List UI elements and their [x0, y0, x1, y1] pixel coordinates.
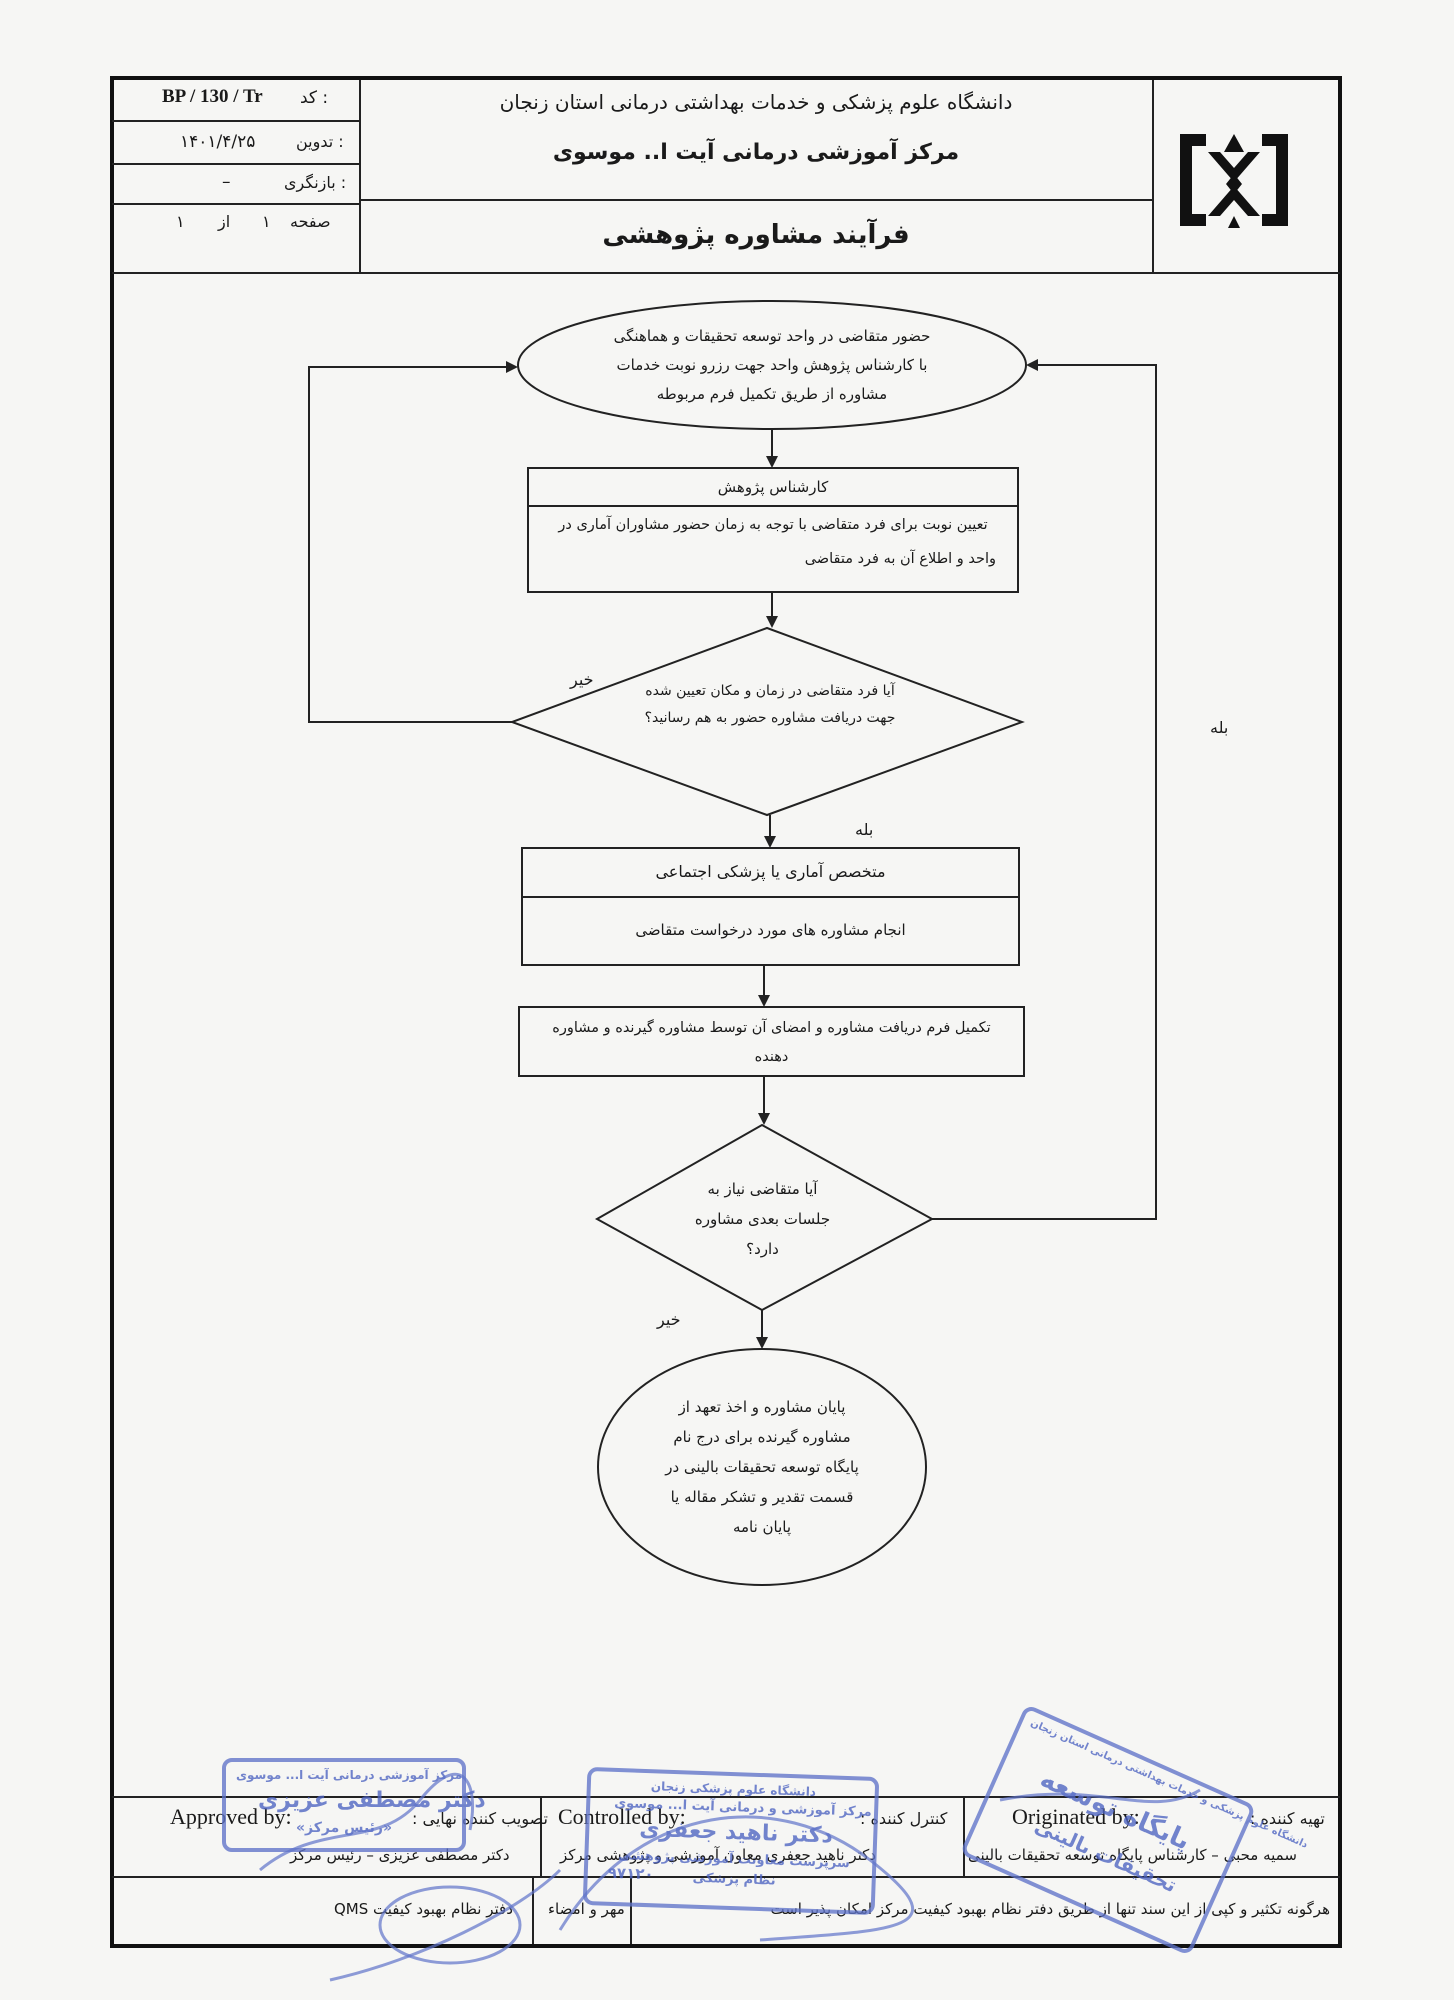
approved-by-en: Approved by: — [170, 1804, 292, 1829]
stamp-director: مرکز آموزشی درمانی آیت ا... موسوی دکتر م… — [222, 1758, 486, 1852]
page-label: صفحه — [290, 212, 331, 231]
step-box-statistician — [521, 847, 1020, 966]
step-text: واحد و اطلاع آن به فرد متقاضی — [804, 551, 996, 567]
controlled-by-fa: کنترل کننده : — [860, 1809, 948, 1828]
footer-divider — [963, 1796, 965, 1876]
process-title: فرآیند مشاوره پژوهشی — [602, 220, 910, 250]
compiled-value: ۱۴۰۱/۴/۲۵ — [180, 132, 256, 152]
originated-by-fa: تهیه کننده : — [1250, 1809, 1325, 1828]
footer-row-line — [112, 1876, 1340, 1878]
footer-divider — [532, 1876, 534, 1944]
footer-divider — [540, 1796, 542, 1876]
decision-text: جهت دریافت مشاوره حضور به هم رسانید؟ — [644, 710, 896, 726]
footer-top-border — [112, 1796, 1340, 1798]
branch-label-no: خیر — [657, 1310, 681, 1329]
controller-name: دکتر ناهید جعفری معاون آموزشی و پژوهشی م… — [560, 1846, 876, 1864]
header-row-line — [112, 163, 359, 165]
code-value: BP / 130 / Tr — [162, 86, 263, 107]
branch-label-no: خیر — [570, 670, 594, 689]
step-title-research-expert: کارشناس پژوهش — [717, 478, 829, 496]
compiled-label: تدوین : — [296, 132, 344, 151]
step-text: انجام مشاوره های مورد درخواست متقاضی — [635, 921, 906, 939]
decision-text: آیا متقاضی نیاز به — [707, 1180, 818, 1198]
end-terminator — [597, 1348, 927, 1586]
page-of: از — [218, 212, 231, 231]
decision-text: آیا فرد متقاضی در زمان و مکان تعیین شده — [645, 683, 895, 699]
document-frame — [110, 76, 1342, 1948]
branch-label-yes: بله — [855, 820, 874, 839]
step-text: تکمیل فرم دریافت مشاوره و امضای آن توسط … — [552, 1020, 991, 1036]
university-name: دانشگاه علوم پزشکی و خدمات بهداشتی درمان… — [499, 90, 1013, 114]
revision-label: بازنگری : — [284, 173, 347, 192]
page-total: ۱ — [176, 212, 185, 231]
header-row-line — [112, 120, 359, 122]
step-title-statistician: متخصص آماری یا پزشکی اجتماعی — [655, 862, 886, 881]
approved-by-fa: تصویب کننده نهایی : — [412, 1809, 548, 1828]
loop-back-arrow-no — [308, 361, 518, 723]
step-text: تعیین نوبت برای فرد متقاضی با توجه به زم… — [558, 517, 988, 533]
seal-signature-label: مهر و امضاء — [548, 1900, 625, 1918]
header-bottom-border — [112, 272, 1340, 274]
header-divider-left — [359, 80, 361, 272]
header-title-line — [359, 199, 1152, 201]
originated-by-en: Originated by: — [1012, 1804, 1140, 1829]
decision-text: جلسات بعدی مشاوره — [694, 1210, 831, 1228]
branch-label-yes: بله — [1210, 718, 1229, 737]
header-row-line — [112, 203, 359, 205]
step-box-consult-form — [518, 1006, 1025, 1077]
controlled-by-en: Controlled by: — [558, 1804, 686, 1829]
qms-office: دفتر نظام بهبود کیفیت QMS — [334, 1900, 513, 1918]
university-logo-icon — [1180, 134, 1288, 228]
code-label: کد : — [300, 88, 329, 108]
revision-value: – — [222, 172, 231, 192]
originator-name: سمیه محبی – کارشناس پایگاه توسعه تحقیقات… — [968, 1846, 1297, 1864]
decision-text: دارد؟ — [746, 1240, 779, 1258]
page-number: ۱ — [262, 212, 271, 231]
header-divider-right — [1152, 80, 1154, 272]
center-name: مرکز آموزشی درمانی آیت ا.. موسوی — [552, 140, 960, 165]
footer-divider — [630, 1876, 632, 1944]
step-text: دهنده — [754, 1049, 789, 1065]
decision-attendance — [509, 626, 1025, 817]
loop-back-arrow-yes — [932, 359, 1157, 1220]
